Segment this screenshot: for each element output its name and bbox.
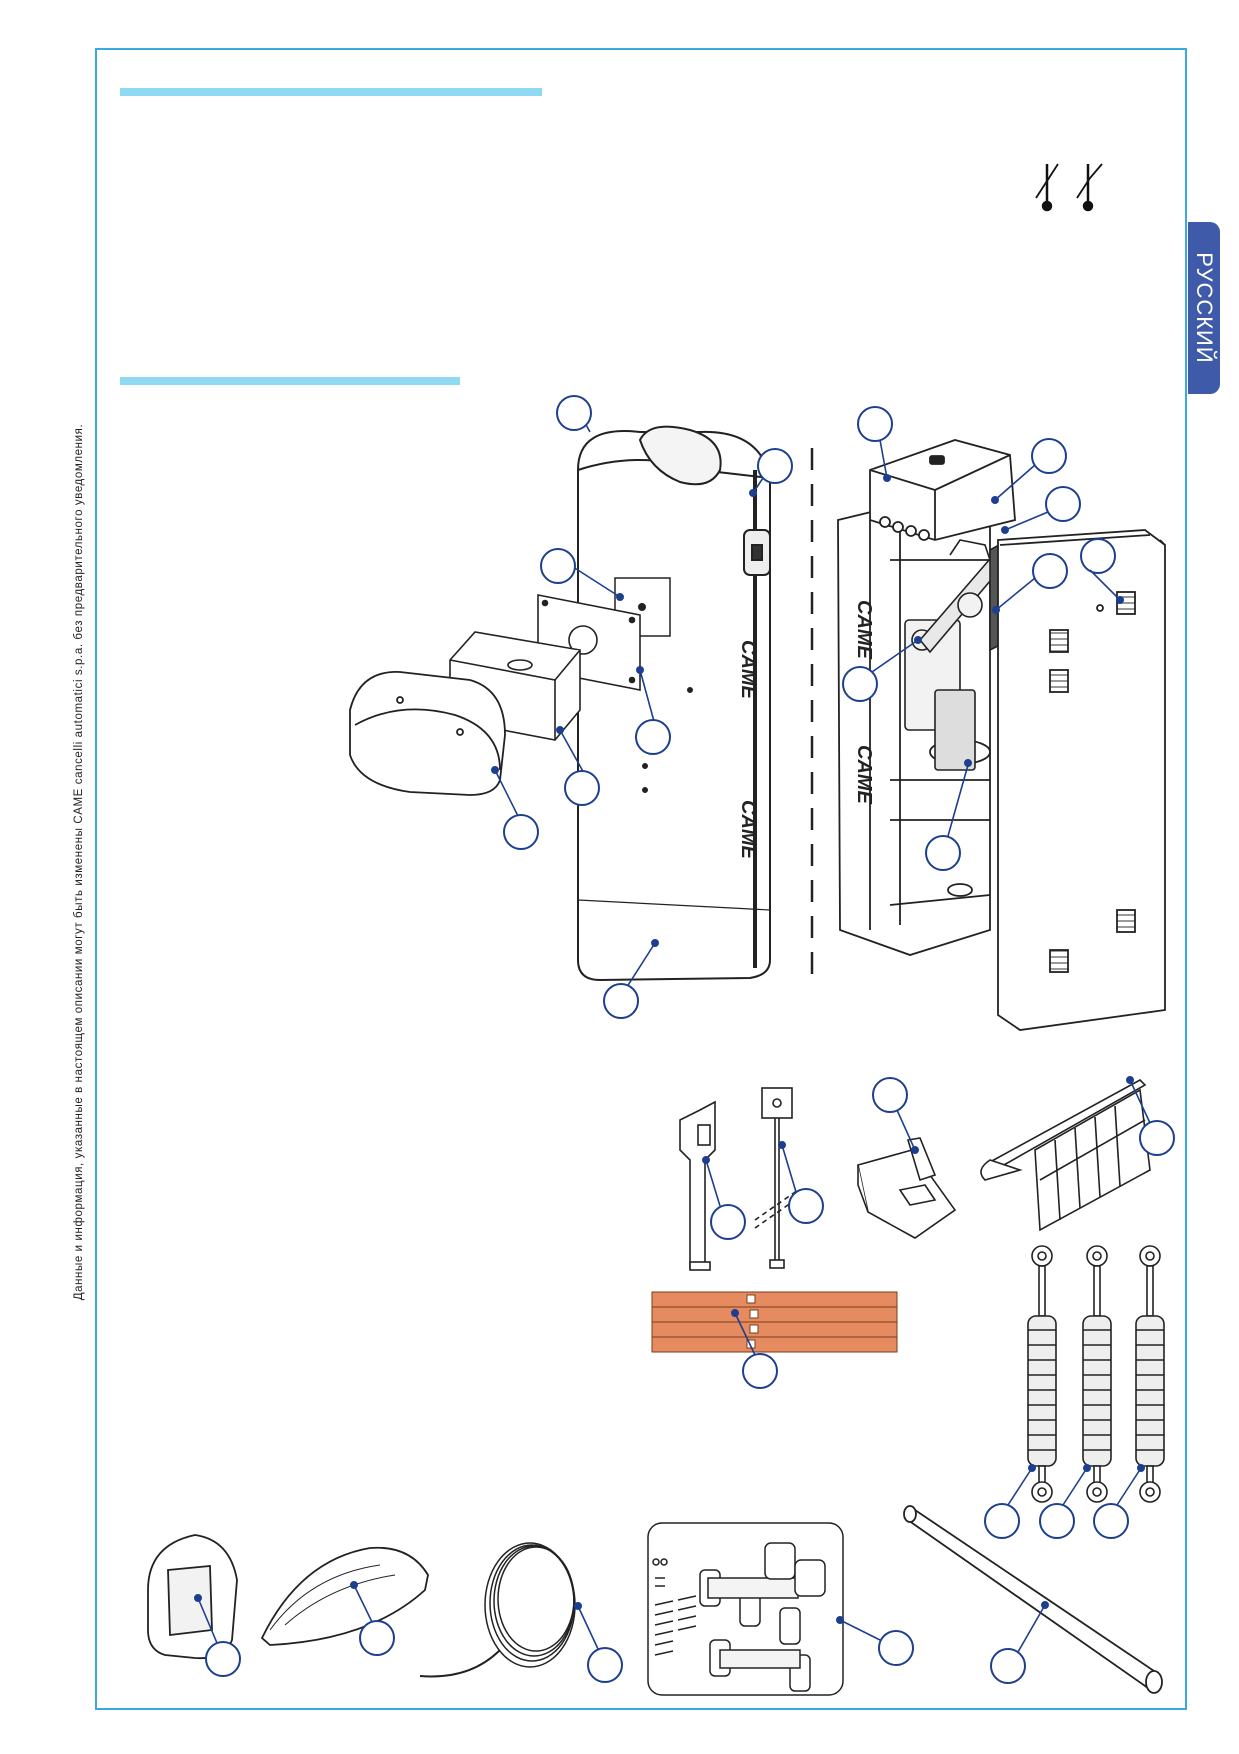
brand-logo: CAME — [853, 600, 875, 660]
warning-stripes-adhesive — [651, 1291, 898, 1353]
section-heading-bar-1 — [120, 88, 542, 96]
barrier-cabinet — [577, 425, 771, 982]
thermometer-icon — [1035, 163, 1059, 212]
balancing-spring — [1135, 1245, 1165, 1503]
section-heading-bar-2 — [120, 377, 460, 385]
foundation-plate-rod — [754, 1087, 799, 1269]
led-cover — [260, 1546, 429, 1646]
boom-tube — [903, 1505, 1163, 1694]
end-cap — [147, 1534, 238, 1660]
callout-markers — [194, 395, 1175, 1684]
brand-logo: CAME — [853, 745, 875, 805]
balancing-spring — [1027, 1245, 1057, 1503]
side-cover-panel — [997, 529, 1166, 1031]
fixing-kit — [647, 1522, 844, 1696]
support-post — [679, 1100, 716, 1271]
skirt-rack — [980, 1079, 1151, 1232]
brand-logo: CAME — [737, 800, 759, 860]
brand-logo: CAME — [737, 640, 759, 700]
control-box — [869, 439, 1016, 541]
mounting-base — [857, 1137, 957, 1239]
language-tab[interactable]: РУССКИЙ — [1188, 222, 1220, 394]
thermometer-icon — [1076, 163, 1103, 212]
arm-housing-cover — [349, 671, 506, 796]
page-frame — [95, 48, 1187, 1710]
cable-coil — [419, 1542, 576, 1678]
balancing-spring — [1082, 1245, 1112, 1503]
